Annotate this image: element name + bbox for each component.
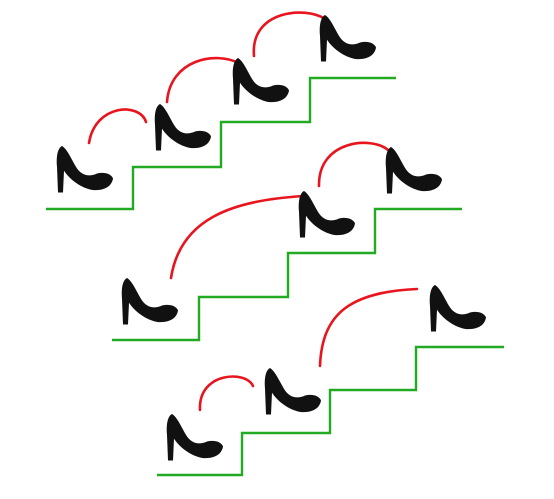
shoe-icon <box>264 368 321 415</box>
jump-arc <box>87 108 148 145</box>
jump-arc <box>198 375 255 412</box>
shoe-icon <box>385 147 442 194</box>
jump-arc <box>165 56 243 104</box>
shoe-icon <box>319 15 376 62</box>
shoe-icon <box>56 146 113 193</box>
stair-outline <box>46 76 396 211</box>
jump-arc <box>169 194 307 280</box>
jump-arc <box>317 141 390 188</box>
shoe-icon <box>429 285 486 332</box>
shoe-icon <box>154 104 211 151</box>
shoe-icon <box>232 58 289 105</box>
staircase-top <box>46 11 396 211</box>
shoe-icon <box>298 191 355 238</box>
stair-outline <box>112 207 462 342</box>
jump-arc <box>252 11 327 58</box>
staircase-bottom <box>157 285 504 477</box>
staircase-middle <box>112 141 462 342</box>
shoe-icon <box>166 414 223 461</box>
shoe-icon <box>121 278 178 325</box>
stair-outline <box>157 345 504 477</box>
jump-arc <box>318 287 419 368</box>
